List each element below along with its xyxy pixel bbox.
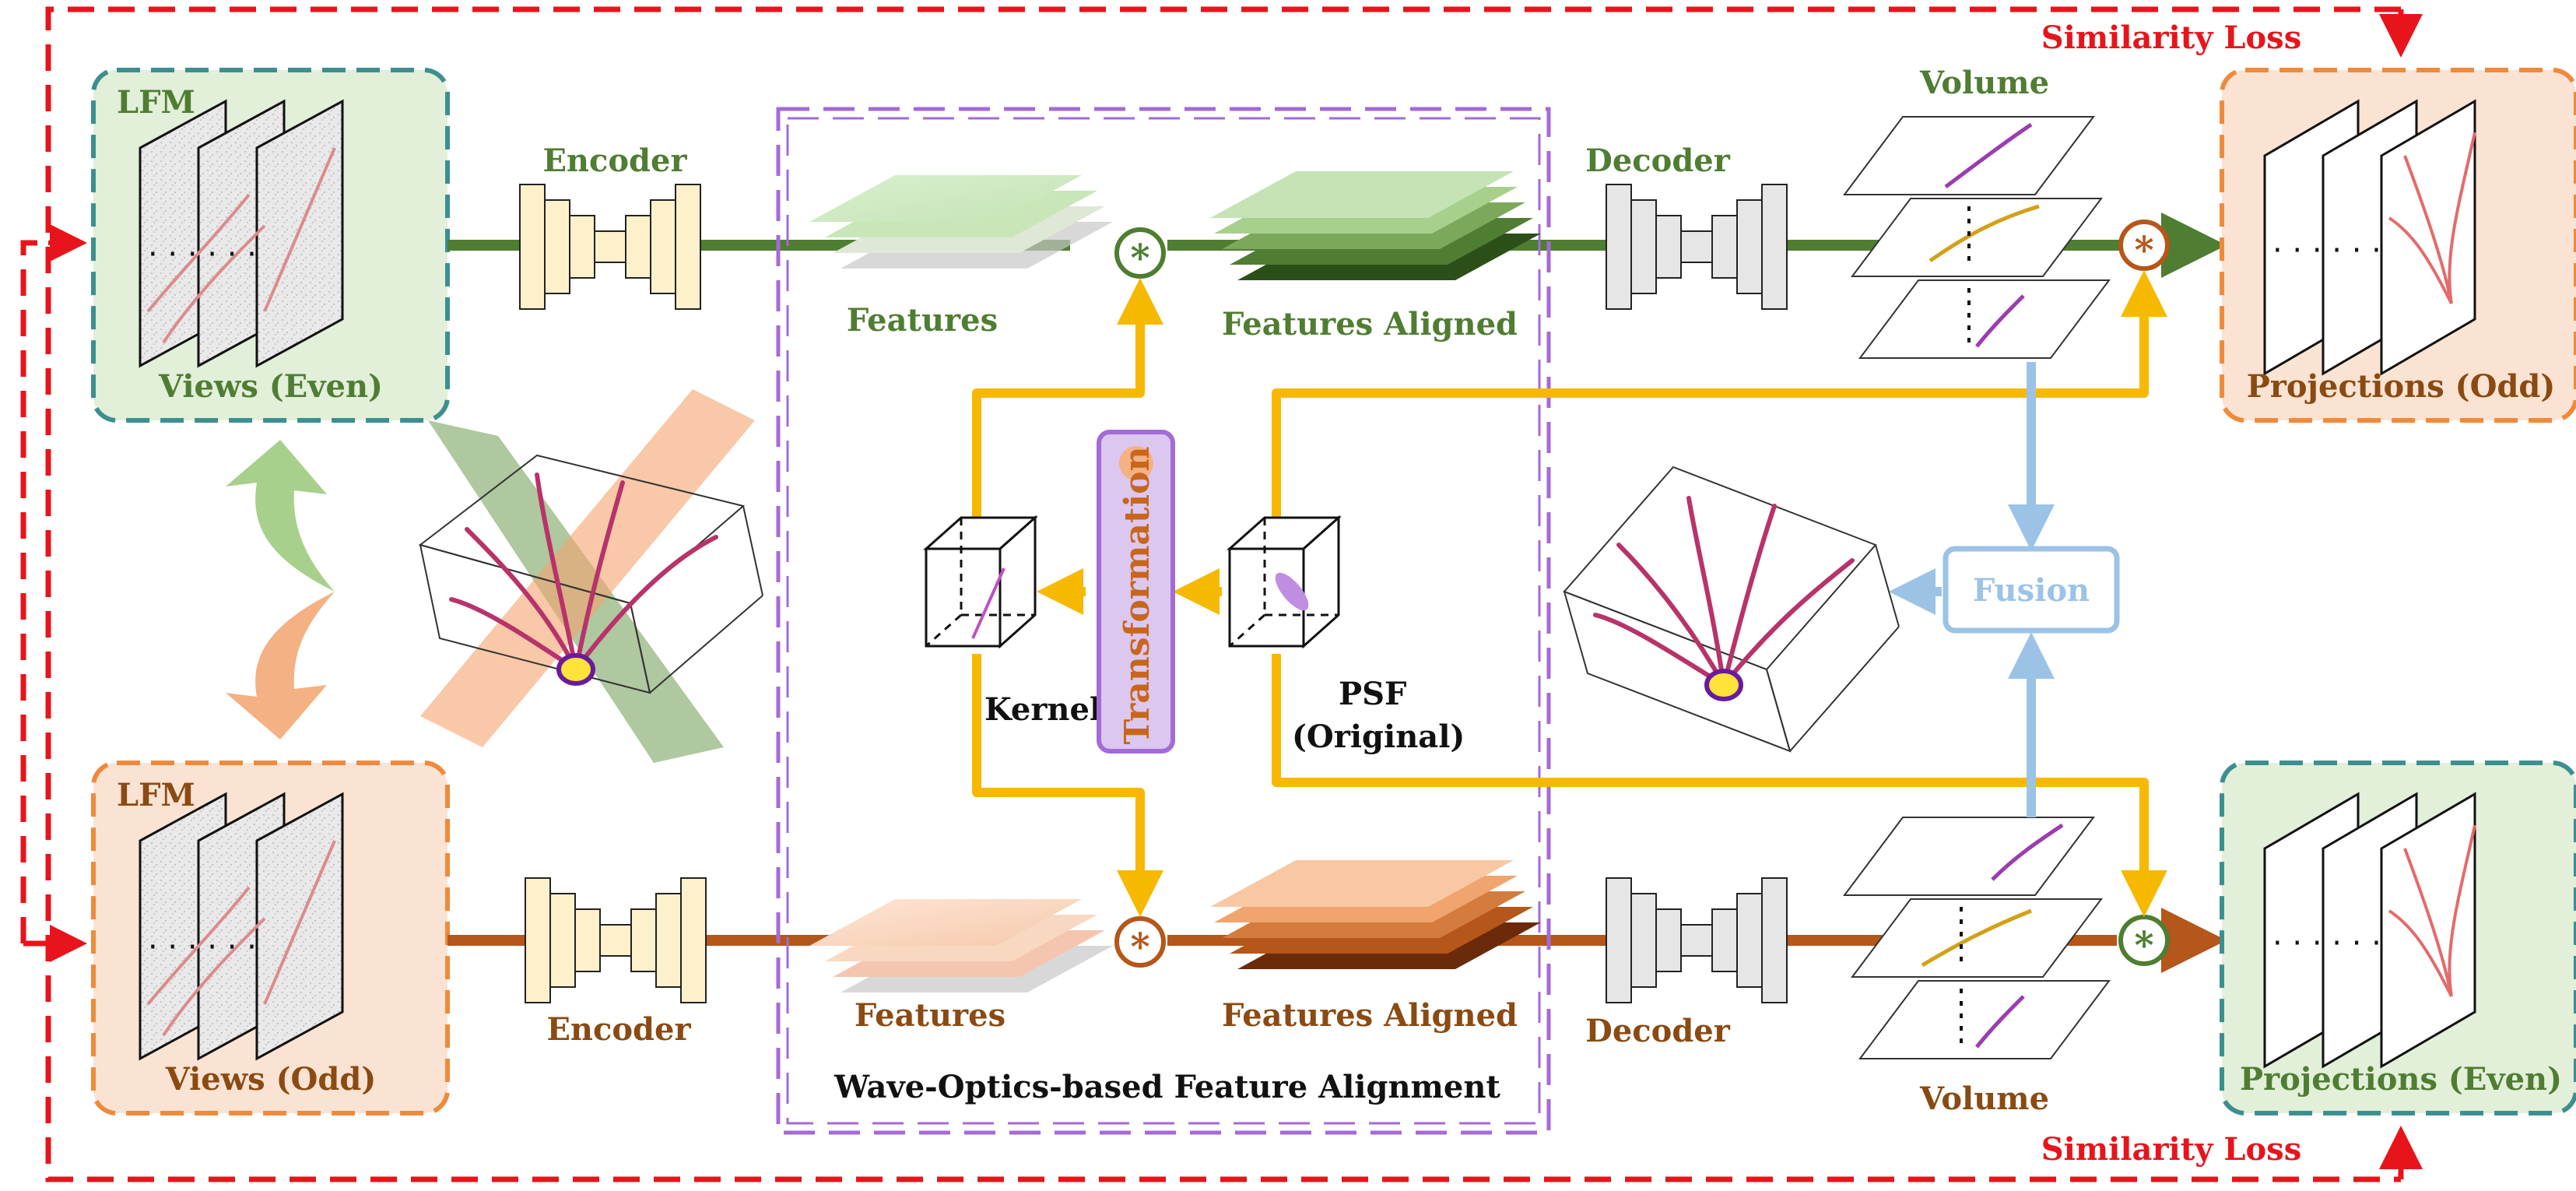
features-top-label: Features	[847, 302, 998, 339]
volume-top-label: Volume	[1919, 65, 2049, 101]
encoder-top-label: Encoder	[542, 142, 687, 179]
projections-even-label: Projections (Even)	[2240, 1061, 2562, 1098]
output-panel-even: · · · · · · Projections (Even)	[2220, 761, 2576, 1115]
input-panel-even: · · · · · · LFM Views (Even)	[91, 68, 450, 423]
output-panel-odd: · · · · · · Projections (Odd)	[2220, 68, 2576, 423]
conv-node-bottom-right: *	[2118, 915, 2170, 968]
fusion-paths	[1889, 362, 2055, 817]
features-aligned-stack-top	[1210, 171, 1541, 280]
decoder-top	[1606, 184, 1788, 310]
module-title: Wave-Optics-based Feature Alignment	[834, 1069, 1500, 1105]
transformation-box: Transformation	[1097, 430, 1175, 754]
volume-stack-bottom	[1843, 817, 2111, 1059]
projections-odd-label: Projections (Odd)	[2247, 368, 2556, 405]
neuron-volume-right	[1563, 466, 1900, 753]
kernel-label: Kernel	[984, 691, 1101, 728]
similarity-loss-top: Similarity Loss	[2041, 19, 2301, 56]
svg-text:*: *	[2134, 229, 2153, 272]
features-aligned-stack-bottom	[1210, 860, 1541, 969]
svg-text:· · · · · ·: · · · · · ·	[148, 929, 257, 965]
alignment-module-border-inner	[786, 117, 1541, 1125]
volume-bottom-label: Volume	[1919, 1080, 2049, 1117]
decoder-bottom	[1606, 877, 1788, 1003]
alignment-module-border	[776, 107, 1551, 1135]
encoder-top	[519, 184, 701, 310]
fusion-label: Fusion	[1973, 572, 2090, 609]
svg-text:*: *	[1130, 926, 1149, 969]
features-aligned-bottom-label: Features Aligned	[1222, 997, 1518, 1034]
psf-paths	[972, 270, 2167, 917]
svg-text:· · · · · ·: · · · · · ·	[2272, 926, 2381, 961]
conv-node-bottom-left: *	[1114, 916, 1166, 969]
svg-text:*: *	[1130, 237, 1149, 280]
svg-text:· · · · · ·: · · · · · ·	[2272, 233, 2381, 269]
kernel-cube	[923, 515, 1038, 649]
features-stack-bottom	[809, 899, 1113, 992]
fusion-box: Fusion	[1943, 546, 2120, 634]
ellipsis-dots: · · · · · ·	[148, 237, 257, 272]
svg-text:*: *	[2134, 924, 2153, 968]
psf-original-label: (Original)	[1292, 718, 1465, 755]
features-aligned-top-label: Features Aligned	[1222, 306, 1518, 343]
lfm-label-top: LFM	[117, 84, 195, 121]
views-even-label: Views (Even)	[158, 368, 383, 405]
swap-arrows	[226, 440, 335, 740]
views-odd-label: Views (Odd)	[165, 1061, 377, 1098]
encoder-bottom-label: Encoder	[546, 1011, 691, 1048]
input-panel-odd: · · · · · · LFM Views (Odd)	[91, 761, 450, 1115]
transformation-label: Transformation	[1118, 447, 1157, 745]
psf-cube	[1227, 515, 1342, 649]
lfm-view-stack-odd: · · · · · ·	[139, 792, 344, 1061]
features-stack-top	[809, 175, 1113, 269]
decoder-top-label: Decoder	[1585, 142, 1731, 179]
loss-arrows	[48, 224, 87, 962]
neuron-icon	[449, 473, 718, 672]
lfm-view-stack-even: · · · · · ·	[139, 99, 344, 368]
neuron-volume-left	[418, 389, 763, 763]
conv-node-top-left: *	[1114, 227, 1166, 280]
conv-node-top-right: *	[2118, 220, 2170, 272]
similarity-loss-bottom: Similarity Loss	[2041, 1131, 2301, 1168]
lfm-label-bottom: LFM	[117, 777, 195, 813]
encoder-bottom	[525, 877, 707, 1003]
psf-label: PSF	[1339, 676, 1406, 712]
features-bottom-label: Features	[855, 997, 1005, 1034]
decoder-bottom-label: Decoder	[1585, 1013, 1731, 1049]
brain-icon	[1119, 446, 1153, 480]
volume-stack-top	[1843, 116, 2111, 359]
